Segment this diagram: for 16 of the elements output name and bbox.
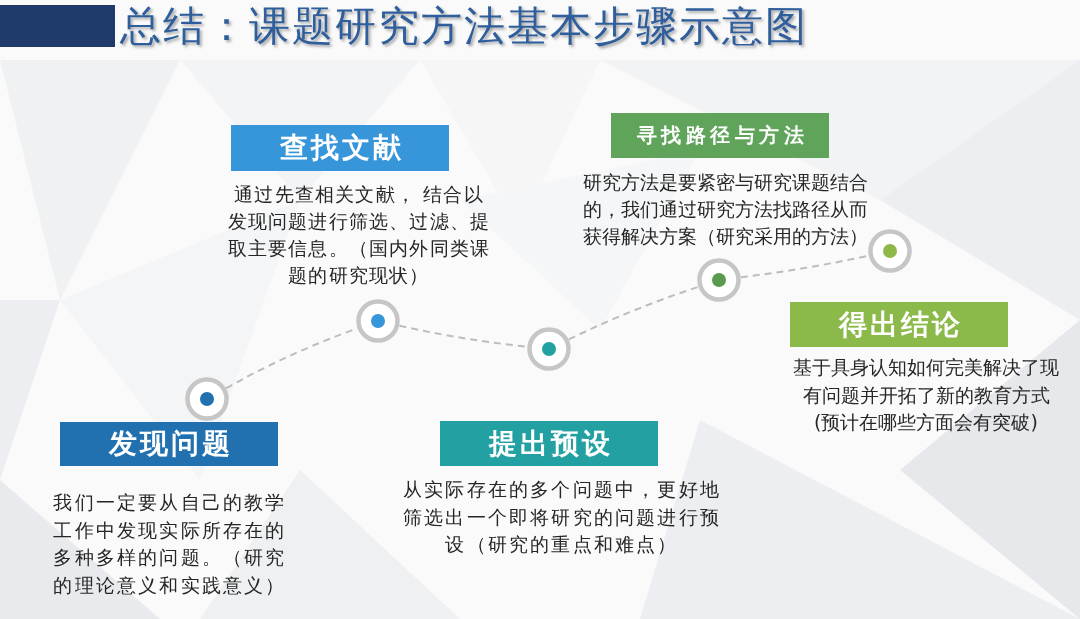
step-heading-band: 发现问题 bbox=[60, 422, 278, 466]
timeline-dot bbox=[697, 258, 741, 302]
step-description: 从实际存在的多个问题中，更好地筛选出一个即将研究的问题进行预设（研究的重点和难点） bbox=[402, 477, 722, 557]
step-heading-band: 得出结论 bbox=[790, 302, 1008, 347]
timeline-dot bbox=[868, 229, 912, 273]
step-description: 研究方法是要紧密与研究课题结合的，我们通过研究方法找路径从而获得解决方案（研究采用的方法） bbox=[583, 170, 869, 249]
step-description: 通过先查相关文献， 结合以发现问题进行筛选、过滤、提取主要信息。（国内外同类课题的研究现状） bbox=[226, 182, 492, 288]
step-heading-band: 查找文献 bbox=[231, 125, 449, 171]
title: 总结：课题研究方法基本步骤示意图 bbox=[120, 3, 808, 49]
step-description: 基于具身认知如何完美解决了现有问题并开拓了新的教育方式(预计在哪些方面会有突破) bbox=[792, 355, 1060, 435]
step-heading-band: 提出预设 bbox=[440, 421, 658, 466]
timeline-dot bbox=[527, 327, 571, 371]
step-description: 我们一定要从自己的教学工作中发现实际所存在的多种多样的问题。（研究的理论意义和实践意义） bbox=[52, 490, 288, 598]
timeline-dot bbox=[356, 299, 400, 343]
step-heading-band: 寻找路径与方法 bbox=[611, 113, 829, 158]
dashed-connector bbox=[567, 285, 700, 341]
